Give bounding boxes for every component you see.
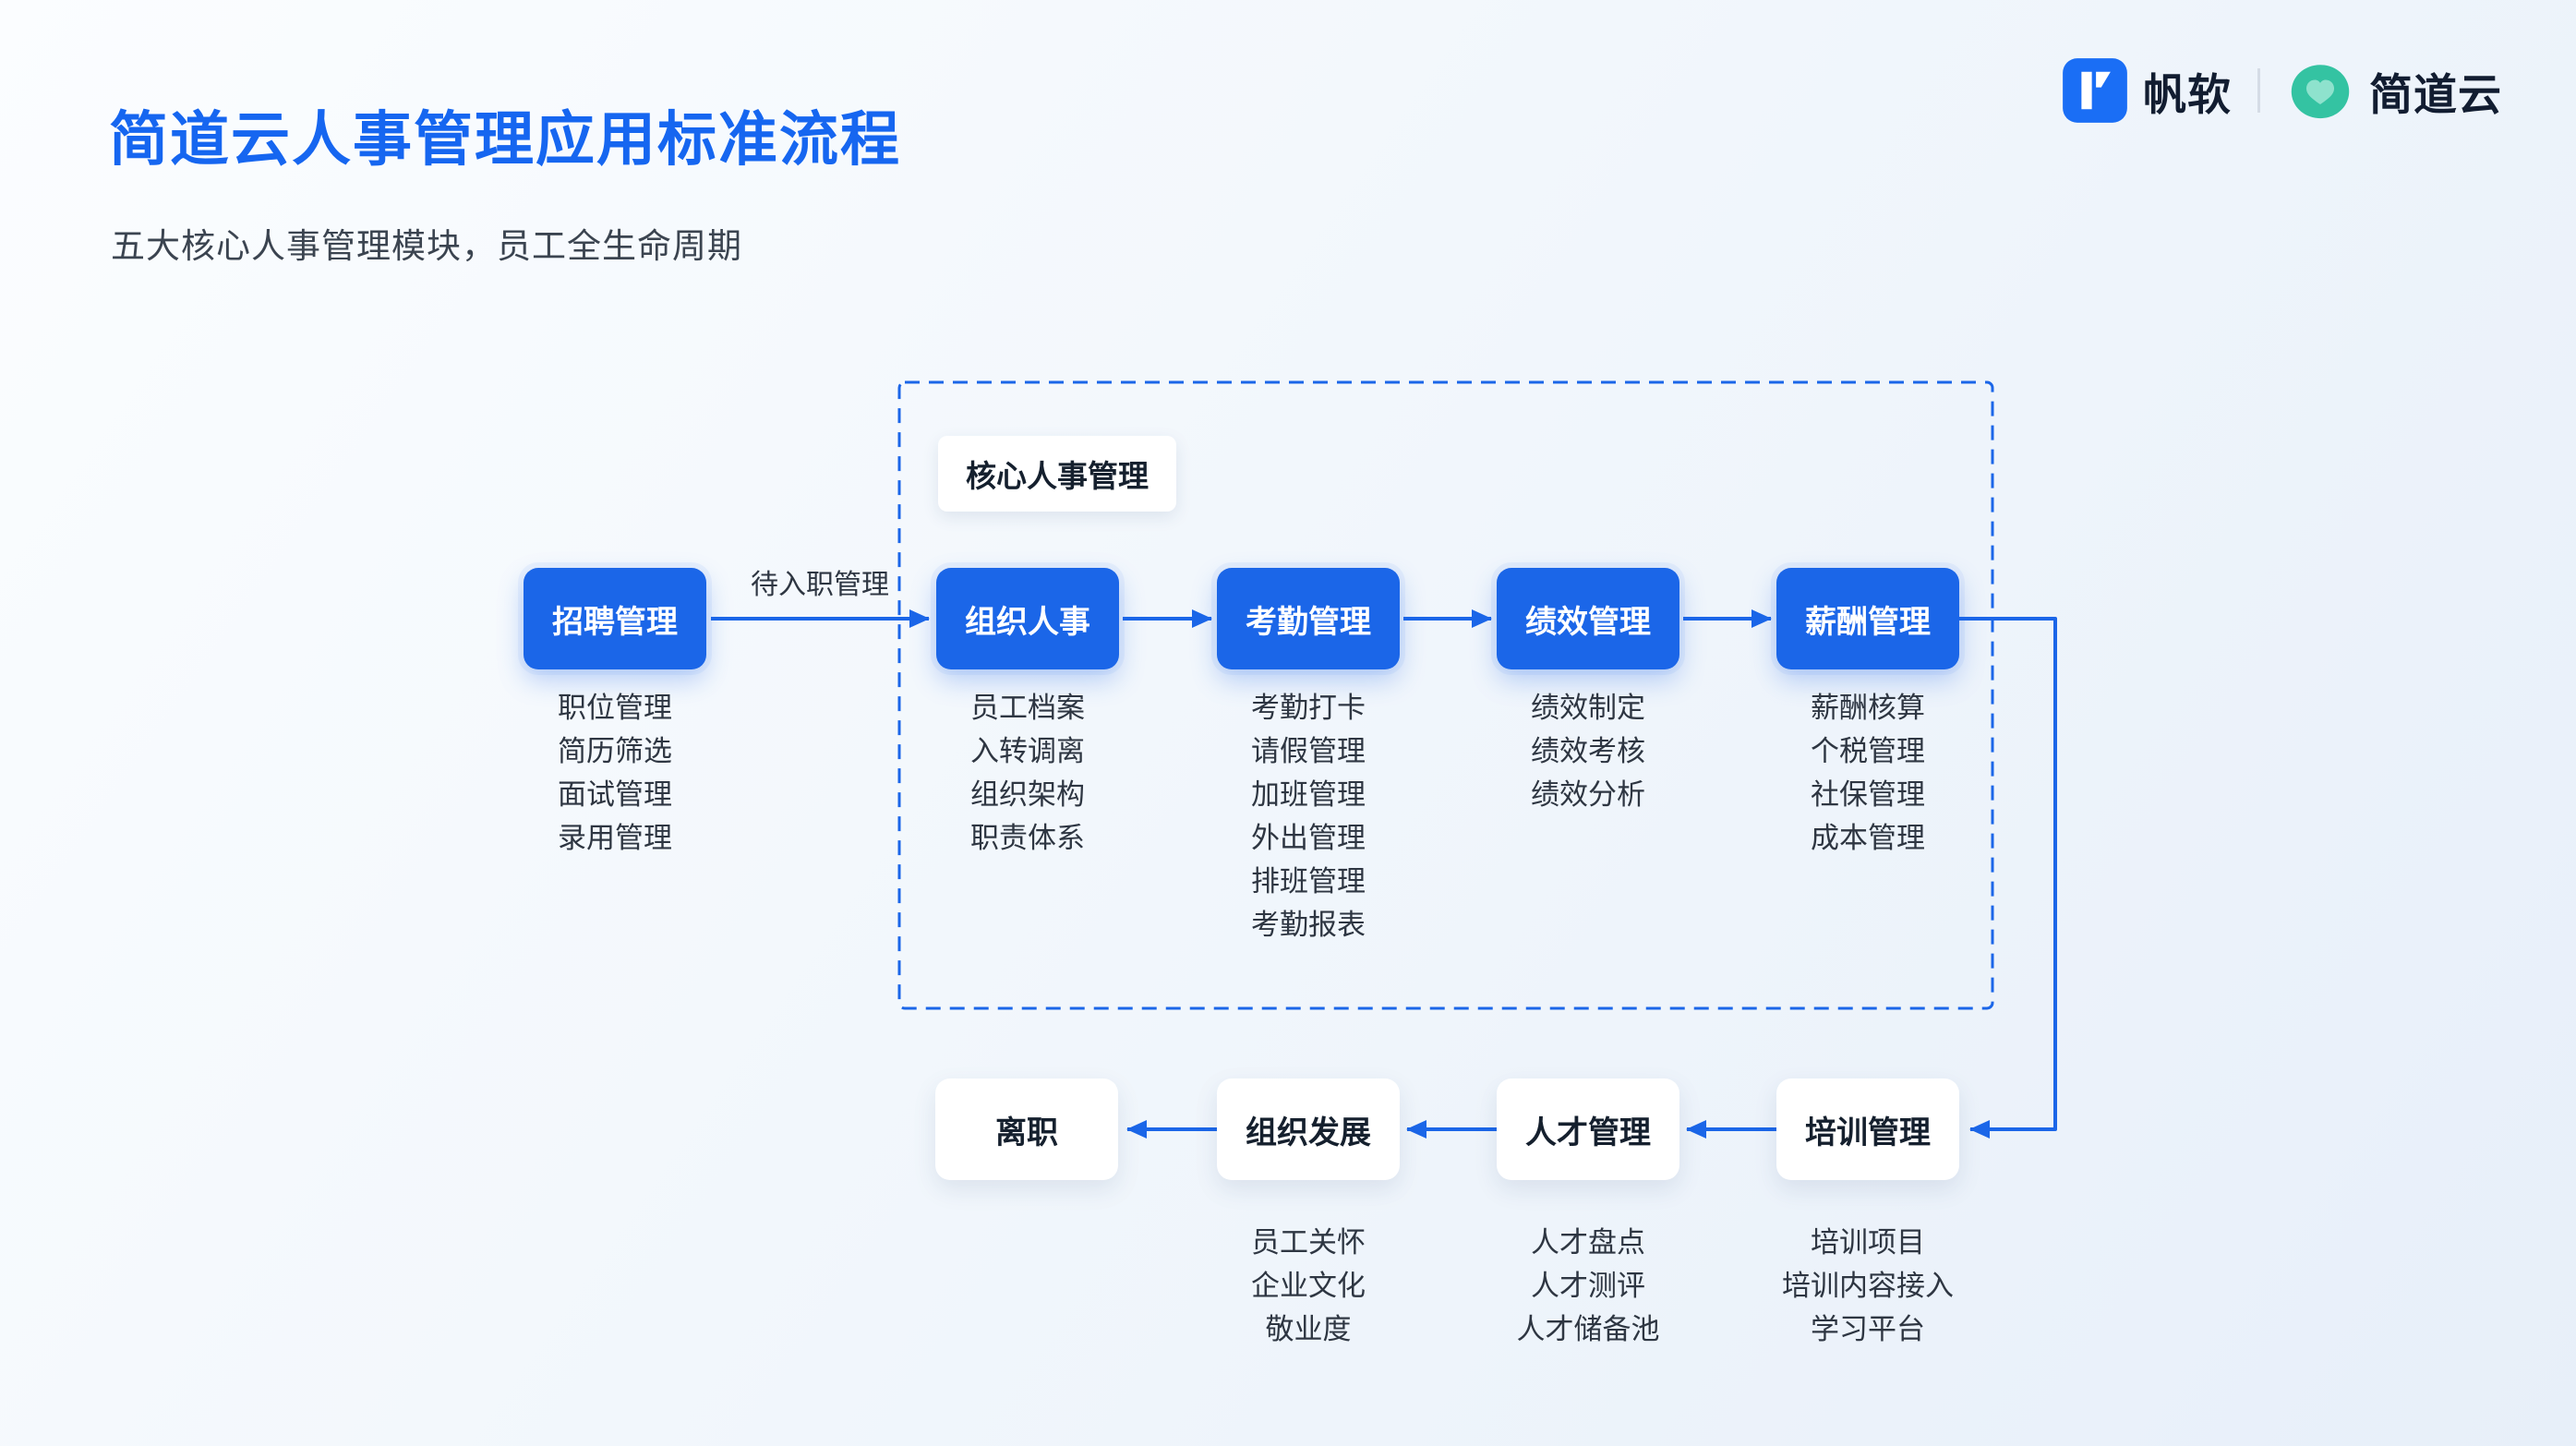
node-org-development-box: 组织发展 bbox=[1217, 1078, 1400, 1180]
list-item: 录用管理 bbox=[558, 822, 672, 854]
node-training: 培训管理 培训项目 培训内容接入 学习平台 bbox=[1776, 1078, 1959, 1351]
node-training-items: 培训项目 培训内容接入 学习平台 bbox=[1702, 1221, 2034, 1351]
node-talent-box: 人才管理 bbox=[1497, 1078, 1679, 1180]
list-item: 组织架构 bbox=[970, 778, 1085, 811]
group-label-core-hr: 核心人事管理 bbox=[938, 436, 1176, 512]
list-item: 请假管理 bbox=[1251, 735, 1366, 767]
list-item: 职责体系 bbox=[970, 822, 1085, 854]
page-subtitle: 五大核心人事管理模块，员工全生命周期 bbox=[111, 227, 742, 265]
node-training-box: 培训管理 bbox=[1776, 1078, 1959, 1180]
list-item: 绩效考核 bbox=[1531, 735, 1645, 767]
node-performance: 绩效管理 绩效制定 绩效考核 绩效分析 bbox=[1497, 568, 1679, 816]
list-item: 入转调离 bbox=[970, 735, 1085, 767]
list-item: 培训项目 bbox=[1811, 1226, 1925, 1259]
node-resignation-box: 离职 bbox=[935, 1078, 1118, 1180]
node-org-development: 组织发展 员工关怀 企业文化 敬业度 bbox=[1217, 1078, 1400, 1351]
list-item: 员工关怀 bbox=[1251, 1226, 1366, 1259]
node-org-hr: 组织人事 员工档案 入转调离 组织架构 职责体系 bbox=[936, 568, 1119, 860]
list-item: 面试管理 bbox=[558, 778, 672, 811]
list-item: 人才盘点 bbox=[1531, 1226, 1645, 1259]
brand-logos: 帆软 简道云 bbox=[2062, 52, 2502, 129]
page-title: 简道云人事管理应用标准流程 bbox=[109, 106, 901, 173]
node-compensation-items: 薪酬核算 个税管理 社保管理 成本管理 bbox=[1702, 686, 2034, 860]
list-item: 员工档案 bbox=[970, 692, 1085, 724]
list-item: 加班管理 bbox=[1251, 778, 1366, 811]
fanruan-logo-icon bbox=[2062, 57, 2128, 124]
list-item: 人才测评 bbox=[1531, 1270, 1645, 1302]
list-item: 敬业度 bbox=[1265, 1313, 1352, 1345]
list-item: 企业文化 bbox=[1251, 1270, 1366, 1302]
node-recruitment-box: 招聘管理 bbox=[524, 568, 706, 669]
list-item: 个税管理 bbox=[1811, 735, 1925, 767]
node-attendance-items: 考勤打卡 请假管理 加班管理 外出管理 排班管理 考勤报表 bbox=[1142, 686, 1475, 946]
list-item: 社保管理 bbox=[1811, 778, 1925, 811]
fanruan-wordmark: 帆软 bbox=[2143, 69, 2232, 119]
node-talent-items: 人才盘点 人才测评 人才储备池 bbox=[1422, 1221, 1754, 1351]
node-resignation: 离职 bbox=[935, 1078, 1118, 1180]
list-item: 简历筛选 bbox=[558, 735, 672, 767]
node-attendance-box: 考勤管理 bbox=[1217, 568, 1400, 669]
node-recruitment: 招聘管理 职位管理 简历筛选 面试管理 录用管理 bbox=[524, 568, 706, 860]
brand-divider bbox=[2257, 68, 2260, 113]
list-item: 外出管理 bbox=[1251, 822, 1366, 854]
node-recruitment-items: 职位管理 简历筛选 面试管理 录用管理 bbox=[449, 686, 781, 860]
list-item: 学习平台 bbox=[1811, 1313, 1925, 1345]
list-item: 考勤打卡 bbox=[1251, 692, 1366, 724]
node-performance-items: 绩效制定 绩效考核 绩效分析 bbox=[1422, 686, 1754, 816]
list-item: 人才储备池 bbox=[1516, 1313, 1660, 1345]
list-item: 培训内容接入 bbox=[1782, 1270, 1954, 1302]
node-org-hr-box: 组织人事 bbox=[936, 568, 1119, 669]
list-item: 绩效分析 bbox=[1531, 778, 1645, 811]
jiandaoyun-logo-icon bbox=[2286, 56, 2354, 125]
node-talent: 人才管理 人才盘点 人才测评 人才储备池 bbox=[1497, 1078, 1679, 1351]
list-item: 职位管理 bbox=[558, 692, 672, 724]
edge-label-onboarding: 待入职管理 bbox=[751, 570, 889, 600]
list-item: 绩效制定 bbox=[1531, 692, 1645, 724]
node-attendance: 考勤管理 考勤打卡 请假管理 加班管理 外出管理 排班管理 考勤报表 bbox=[1217, 568, 1400, 946]
list-item: 薪酬核算 bbox=[1811, 692, 1925, 724]
list-item: 成本管理 bbox=[1811, 822, 1925, 854]
node-performance-box: 绩效管理 bbox=[1497, 568, 1679, 669]
list-item: 考勤报表 bbox=[1251, 909, 1366, 941]
list-item: 排班管理 bbox=[1251, 865, 1366, 898]
jiandaoyun-wordmark: 简道云 bbox=[2369, 69, 2502, 119]
node-org-hr-items: 员工档案 入转调离 组织架构 职责体系 bbox=[861, 686, 1194, 860]
node-compensation: 薪酬管理 薪酬核算 个税管理 社保管理 成本管理 bbox=[1776, 568, 1959, 860]
node-compensation-box: 薪酬管理 bbox=[1776, 568, 1959, 669]
node-org-development-items: 员工关怀 企业文化 敬业度 bbox=[1142, 1221, 1475, 1351]
